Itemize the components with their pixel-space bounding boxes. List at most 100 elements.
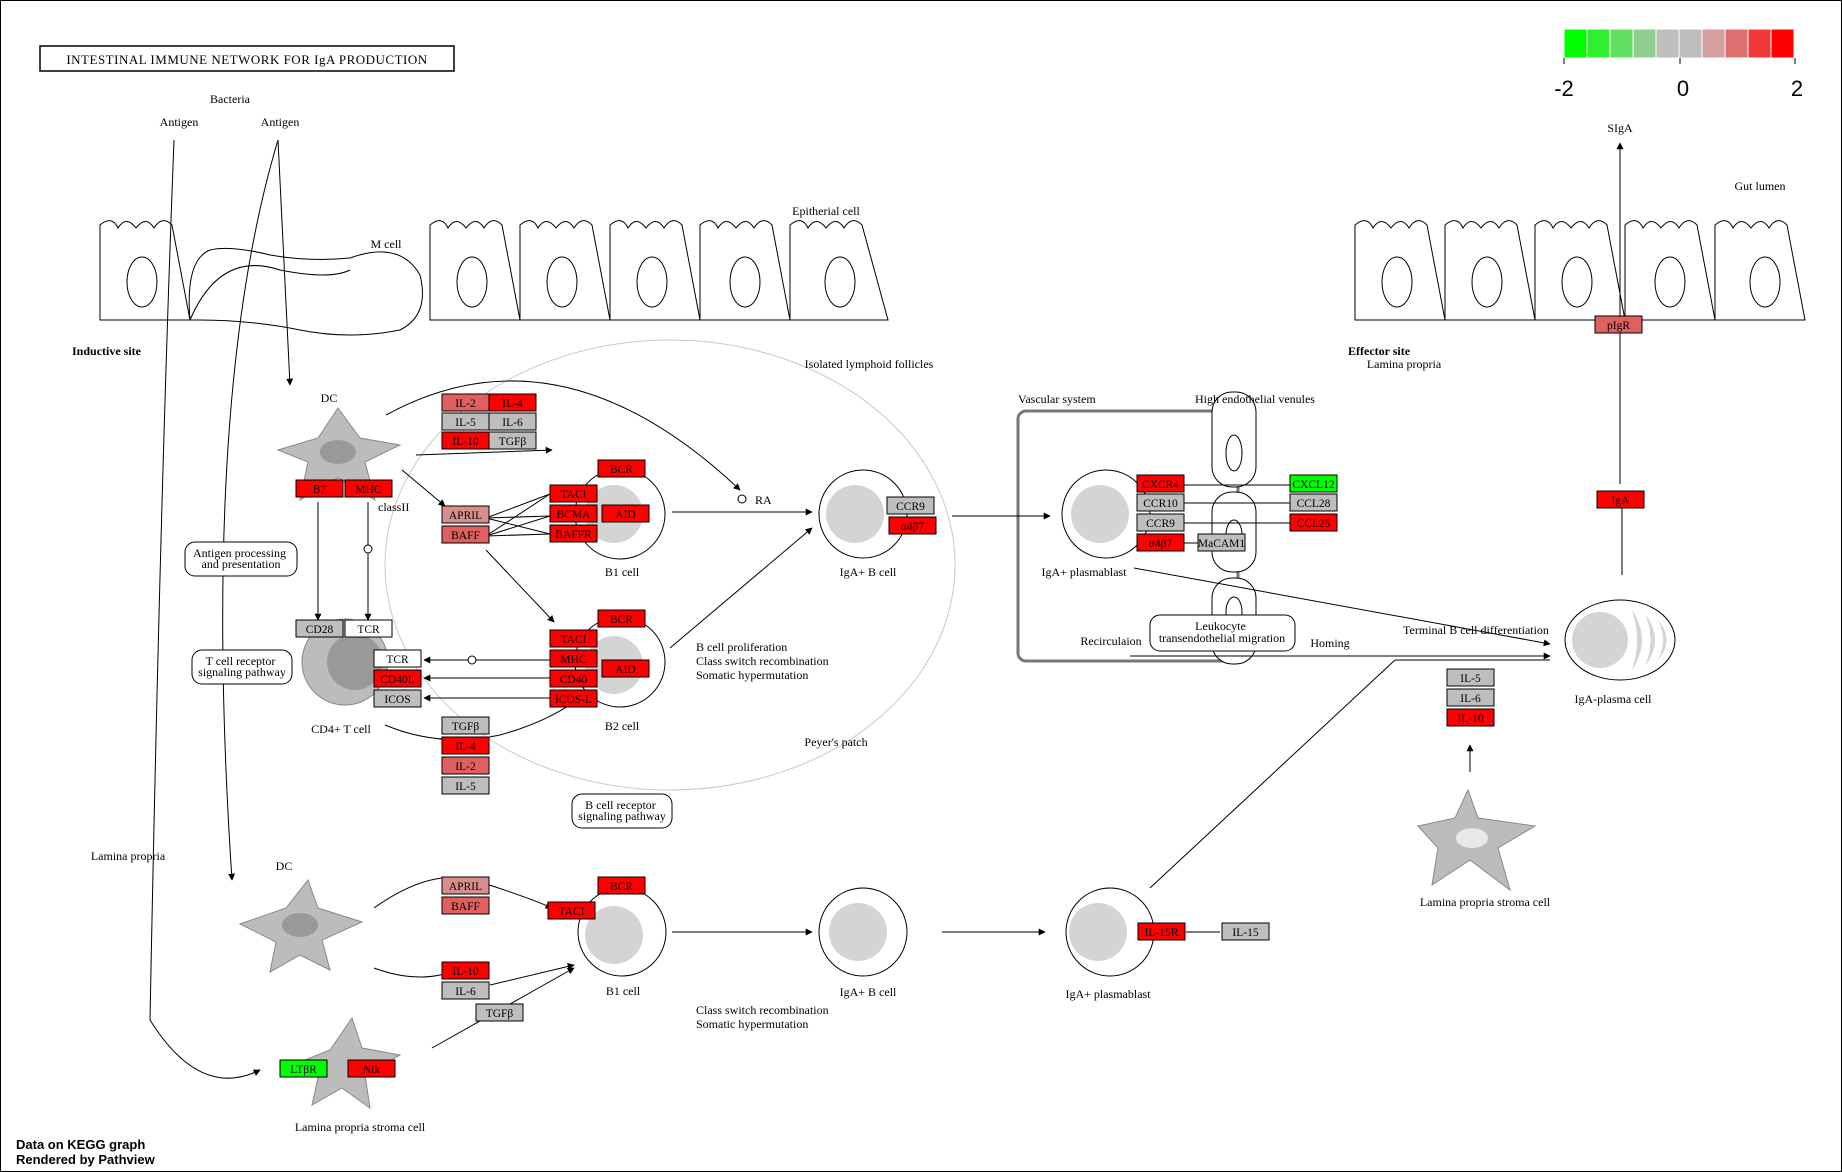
gene-box[interactable] <box>1197 533 1246 552</box>
gene-node-il-15r[interactable]: IL-15R <box>1137 922 1186 941</box>
gene-box[interactable] <box>441 716 490 735</box>
gene-box[interactable] <box>1136 493 1185 512</box>
bcr-pathway-box[interactable] <box>571 793 673 829</box>
gene-node-il-6[interactable]: IL-6 <box>488 412 537 431</box>
gene-box[interactable] <box>1289 513 1338 532</box>
gene-box[interactable] <box>373 669 422 688</box>
bcr-pathway-link[interactable]: B cell receptor signaling pathway <box>578 798 666 823</box>
gene-box[interactable] <box>441 896 490 915</box>
gene-box[interactable] <box>1596 490 1645 509</box>
gene-node-pigr[interactable]: pIgR <box>1594 315 1643 334</box>
gene-node-il-10[interactable]: IL-10 <box>441 431 490 450</box>
leukocyte-migration-box[interactable] <box>1149 614 1296 652</box>
gene-box[interactable] <box>1136 474 1185 493</box>
gene-box[interactable] <box>549 669 598 688</box>
gene-box[interactable] <box>441 981 490 1000</box>
gene-box[interactable] <box>1136 533 1185 552</box>
gene-box[interactable] <box>1136 513 1185 532</box>
gene-box[interactable] <box>1594 315 1643 334</box>
gene-node-baffr[interactable]: BAFFR <box>549 524 598 543</box>
gene-box[interactable] <box>475 1003 524 1022</box>
gene-box[interactable] <box>488 431 537 450</box>
gene-node-ccr10[interactable]: CCR10 <box>1136 493 1185 512</box>
gene-node--4-7[interactable]: α4β7 <box>888 516 937 535</box>
gene-node-nik[interactable]: Nik <box>347 1059 396 1078</box>
gene-box[interactable] <box>886 496 935 515</box>
tcr-pathway-link[interactable]: T cell receptor signaling pathway <box>198 654 286 679</box>
gene-box[interactable] <box>488 393 537 412</box>
gene-node-icos-l[interactable]: ICOS-L <box>549 689 598 708</box>
gene-node--4-7[interactable]: α4β7 <box>1136 533 1185 552</box>
gene-node-il-5[interactable]: IL-5 <box>441 776 490 795</box>
gene-box[interactable] <box>597 876 646 895</box>
gene-box[interactable] <box>344 619 393 638</box>
gene-box[interactable] <box>1446 708 1495 727</box>
gene-box[interactable] <box>888 516 937 535</box>
gene-box[interactable] <box>295 619 344 638</box>
gene-box[interactable] <box>441 961 490 980</box>
gene-node-il-4[interactable]: IL-4 <box>488 393 537 412</box>
gene-node-ccl25[interactable]: CCL25 <box>1289 513 1338 532</box>
gene-box[interactable] <box>347 1059 396 1078</box>
gene-box[interactable] <box>1221 922 1270 941</box>
gene-node-cxcl12[interactable]: CXCL12 <box>1289 474 1338 493</box>
gene-node-il-2[interactable]: IL-2 <box>441 393 490 412</box>
gene-node-bcr[interactable]: BCR <box>597 609 646 628</box>
gene-node-macam1[interactable]: MaCAM1 <box>1197 533 1246 552</box>
gene-box[interactable] <box>1446 688 1495 707</box>
gene-node-ccl28[interactable]: CCL28 <box>1289 493 1338 512</box>
gene-node-lt-r[interactable]: LTβR <box>279 1059 328 1078</box>
gene-node-bcr[interactable]: BCR <box>597 459 646 478</box>
gene-node-baff[interactable]: BAFF <box>441 525 490 544</box>
gene-node-il-15[interactable]: IL-15 <box>1221 922 1270 941</box>
gene-node-baff[interactable]: BAFF <box>441 896 490 915</box>
gene-node-bcr[interactable]: BCR <box>597 876 646 895</box>
antigen-processing-link[interactable]: Antigen processing and presentation <box>193 546 289 571</box>
gene-node-il-5[interactable]: IL-5 <box>441 412 490 431</box>
gene-box[interactable] <box>547 901 596 920</box>
gene-box[interactable] <box>441 736 490 755</box>
gene-box[interactable] <box>295 479 344 498</box>
gene-node-taci[interactable]: TACI <box>549 629 598 648</box>
gene-node-cd40[interactable]: CD40 <box>549 669 598 688</box>
gene-node-il-10[interactable]: IL-10 <box>441 961 490 980</box>
gene-node-april[interactable]: APRIL <box>441 505 490 524</box>
gene-box[interactable] <box>549 649 598 668</box>
gene-node-ccr9[interactable]: CCR9 <box>1136 513 1185 532</box>
antigen-processing-box[interactable] <box>184 541 298 577</box>
tcr-pathway-box[interactable] <box>191 649 293 685</box>
gene-node-ccr9[interactable]: CCR9 <box>886 496 935 515</box>
gene-node-il-2[interactable]: IL-2 <box>441 756 490 775</box>
gene-box[interactable] <box>441 525 490 544</box>
gene-box[interactable] <box>549 484 598 503</box>
gene-node-b7[interactable]: B7 <box>295 479 344 498</box>
gene-box[interactable] <box>549 629 598 648</box>
gene-box[interactable] <box>279 1059 328 1078</box>
gene-box[interactable] <box>597 609 646 628</box>
gene-box[interactable] <box>601 504 650 523</box>
gene-box[interactable] <box>597 459 646 478</box>
gene-box[interactable] <box>1446 668 1495 687</box>
gene-box[interactable] <box>373 649 422 668</box>
gene-box[interactable] <box>549 524 598 543</box>
gene-box[interactable] <box>344 479 393 498</box>
gene-box[interactable] <box>601 659 650 678</box>
gene-box[interactable] <box>549 689 598 708</box>
gene-node-iga[interactable]: IgA <box>1596 490 1645 509</box>
gene-box[interactable] <box>1289 474 1338 493</box>
gene-node-il-6[interactable]: IL-6 <box>441 981 490 1000</box>
gene-node-aid[interactable]: AID <box>601 659 650 678</box>
gene-box[interactable] <box>441 505 490 524</box>
gene-node-mhc[interactable]: MHC <box>549 649 598 668</box>
gene-node-taci[interactable]: TACI <box>549 484 598 503</box>
gene-node-aid[interactable]: AID <box>601 504 650 523</box>
gene-node-il-10[interactable]: IL-10 <box>1446 708 1495 727</box>
gene-node-icos[interactable]: ICOS <box>373 689 422 708</box>
gene-node-cd28[interactable]: CD28 <box>295 619 344 638</box>
gene-node-tcr[interactable]: TCR <box>373 649 422 668</box>
leukocyte-migration-link[interactable]: Leukocyte transendothelial migration <box>1159 619 1285 645</box>
gene-box[interactable] <box>441 876 490 895</box>
gene-node-cd40l[interactable]: CD40L <box>373 669 422 688</box>
gene-node-tgf-[interactable]: TGFβ <box>475 1003 524 1022</box>
gene-node-taci[interactable]: TACI <box>547 901 596 920</box>
